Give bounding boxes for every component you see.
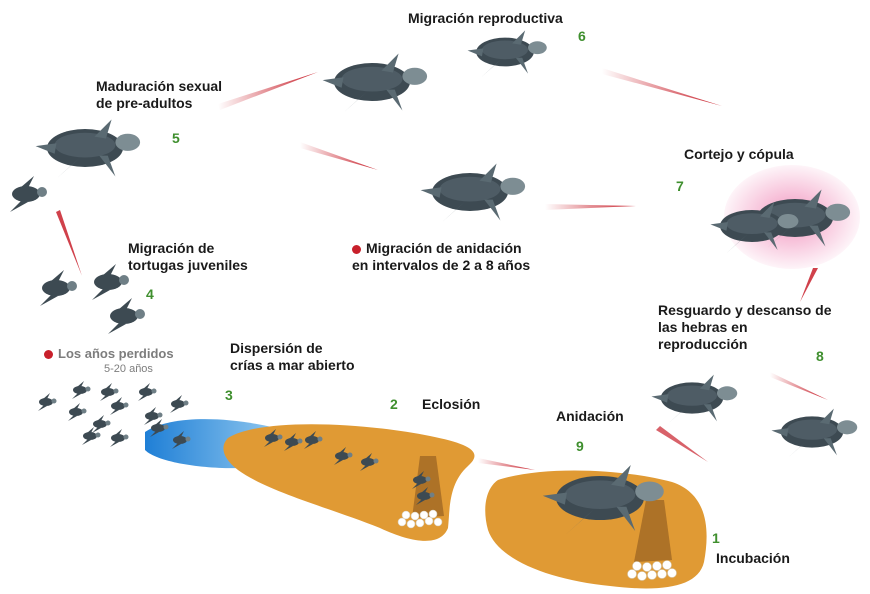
nesting-migration-note: Migración de anidación en intervalos de …	[352, 240, 530, 274]
arrow-8-to-9	[656, 426, 708, 462]
juvenile-turtle-icon	[108, 298, 145, 334]
stage-9-label: Anidación	[556, 408, 624, 425]
resting-turtle-icon	[651, 375, 737, 425]
stage-4-label: Migración de tortugas juveniles	[128, 240, 248, 274]
stage-6-label: Migración reproductiva	[408, 10, 563, 27]
red-dot-marker	[44, 350, 53, 359]
stage-1-number: 1	[712, 530, 720, 546]
arrow-nesting-to-7	[545, 204, 636, 210]
stage-9-number: 9	[576, 438, 584, 454]
stage-8-label: Resguardo y descanso de las hebras en re…	[658, 302, 832, 353]
adult-turtle-icon	[36, 120, 141, 181]
stage-2-label: Eclosión	[422, 396, 480, 413]
arrow-8-loop	[770, 372, 828, 400]
stage-7-number: 7	[676, 178, 684, 194]
nesting-migration-turtle-icon	[421, 164, 525, 225]
red-dot-marker	[352, 245, 361, 254]
lost-years-duration: 5-20 años	[104, 362, 153, 377]
stage-5-label: Maduración sexual de pre-adultos	[96, 78, 222, 112]
lost-years-note: Los años perdidos	[44, 346, 174, 361]
arrow-6-to-7	[602, 68, 722, 106]
stage-3-label: Dispersión de crías a mar abierto	[230, 340, 355, 374]
stage-8-number: 8	[816, 348, 824, 364]
stage-5-number: 5	[172, 130, 180, 146]
swimming-turtle-icon	[468, 30, 547, 76]
stage-3-number: 3	[225, 387, 233, 403]
stage-7-label: Cortejo y cópula	[684, 146, 794, 163]
juvenile-turtle-icon	[40, 270, 77, 306]
arrow-5-to-6	[218, 72, 318, 110]
juvenile-turtle-icon	[92, 264, 129, 300]
arrow-4-to-5	[56, 210, 82, 276]
arrow-1-to-2	[478, 458, 535, 470]
stage-4-number: 4	[146, 286, 154, 302]
stage-2-number: 2	[390, 396, 398, 412]
stage-6-number: 6	[578, 28, 586, 44]
pre-adult-turtle-icon	[323, 54, 428, 115]
arrow-7-to-8	[800, 268, 818, 302]
resting-turtle-2-icon	[771, 409, 857, 459]
arrow-5-to-nesting	[300, 142, 378, 170]
juvenile-turtle-icon	[10, 176, 47, 212]
stage-1-label: Incubación	[716, 550, 790, 567]
